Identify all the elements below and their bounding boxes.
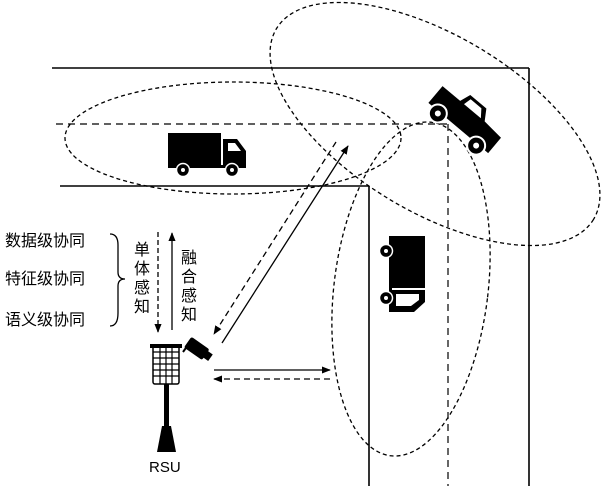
semantic-level-collaboration: 语义级协同 [5,310,85,330]
camera-icon [183,337,213,361]
sensing-range-right-truck [314,113,508,465]
feature-level-collaboration: 特征级协同 [5,269,85,289]
delivery-truck-icon [168,133,246,177]
fusion-sensing-label: 融合感知 [180,248,198,324]
sensing-range-top-truck [65,82,401,194]
single-sensing-label: 单体感知 [133,240,151,316]
data-level-collaboration: 数据级协同 [5,231,85,251]
rsu-label: RSU [149,459,181,477]
collaboration-brace [110,234,125,326]
delivery-truck-rotated-icon [380,236,426,312]
sensing-ranges [65,0,608,465]
roadside-unit-icon [150,344,182,452]
uplink-arrow-to-pickup [222,146,348,343]
road-edges [52,68,529,486]
pickup-truck-icon [421,78,509,162]
